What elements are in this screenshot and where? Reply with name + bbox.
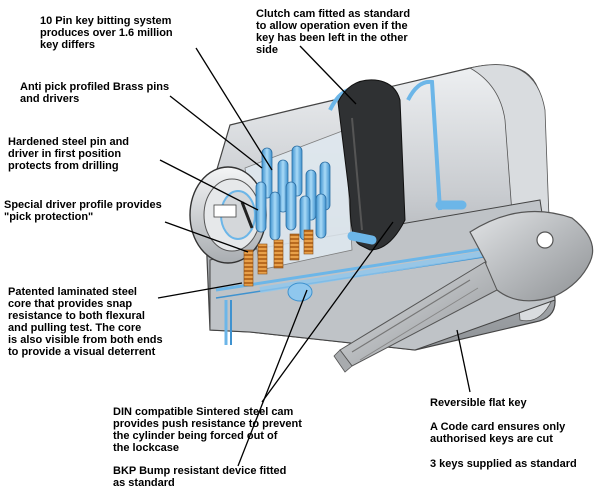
callout-code-card: A Code card ensures only authorised keys… (430, 421, 566, 445)
callout-bkp: BKP Bump resistant device fitted as stan… (113, 465, 287, 489)
flat-key (333, 210, 594, 373)
springs (243, 229, 314, 287)
callout-flat-key: Reversible flat key (430, 397, 527, 409)
pins-and-drivers (255, 145, 331, 241)
callout-special-driver: Special driver profile provides "pick pr… (4, 199, 162, 223)
callout-din-cam: DIN compatible Sintered steel cam provid… (113, 406, 302, 454)
callout-keys-supplied: 3 keys supplied as standard (430, 458, 577, 470)
callout-key-bitting: 10 Pin key bitting system produces over … (40, 15, 173, 51)
cylinder-front-face (189, 166, 267, 264)
callout-anti-pick: Anti pick profiled Brass pins and driver… (20, 81, 170, 105)
callout-laminated-core: Patented laminated steel core that provi… (8, 286, 163, 358)
clutch-cam (337, 79, 406, 251)
leader-lines (157, 45, 471, 467)
callout-hardened-pin: Hardened steel pin and driver in first p… (8, 136, 130, 172)
callout-clutch-cam: Clutch cam fitted as standard to allow o… (256, 8, 411, 56)
side-rods (259, 200, 521, 302)
